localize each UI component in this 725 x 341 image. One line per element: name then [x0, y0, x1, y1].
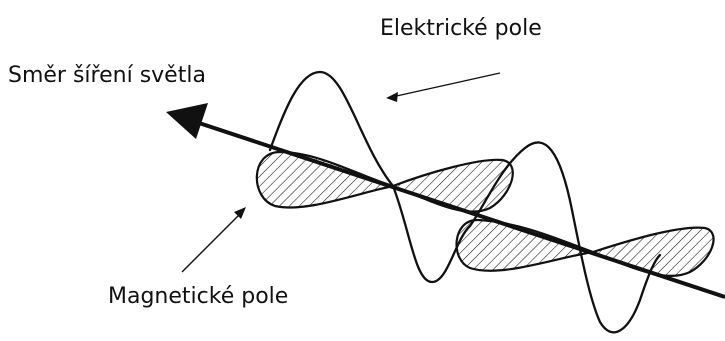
propagation-axis [189, 118, 725, 299]
magnetic-field-wave [255, 150, 715, 277]
magnetic-field-pointer-head [234, 207, 246, 219]
electric-field-pointer-head [386, 92, 398, 102]
magnetic-field-pointer [181, 210, 244, 273]
magnetic-lobe-4 [589, 226, 715, 277]
magnetic-field-label: Magnetické pole [108, 284, 289, 309]
electric-field-pointer [391, 72, 501, 98]
magnetic-lobe-1 [255, 150, 394, 209]
electric-field-wave [268, 70, 662, 334]
magnetic-lobe-3 [455, 218, 598, 272]
propagation-direction-label: Směr šíření světla [8, 63, 206, 88]
electric-field-label: Elektrické pole [380, 16, 542, 41]
propagation-arrowhead [166, 103, 208, 139]
